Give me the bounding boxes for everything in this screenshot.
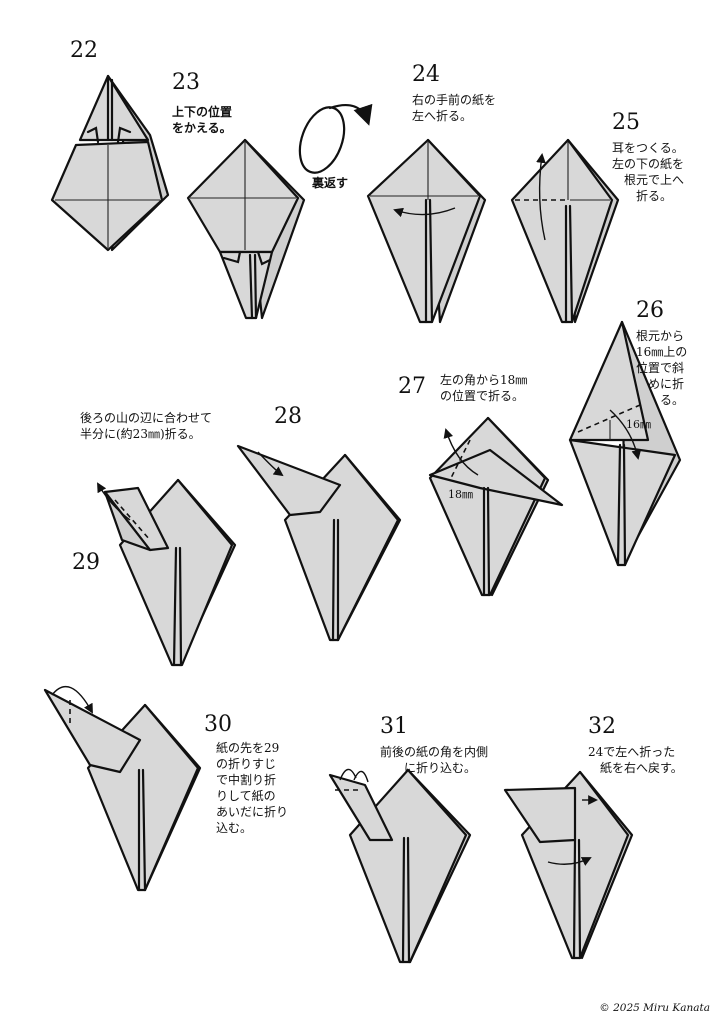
step-23-instruction: 上下の位置 をかえる。 xyxy=(172,105,233,135)
step-32-figure xyxy=(503,770,634,960)
step-29-figure xyxy=(97,478,237,667)
step-26-number: 26 xyxy=(636,298,664,323)
step-27-number: 27 xyxy=(398,374,426,399)
step-29-instruction: 後ろの山の辺に合わせて 半分に(約23㎜)折る。 xyxy=(80,411,213,441)
step-23-figure xyxy=(186,138,306,320)
step-27-instruction: 左の角から18㎜ の位置で折る。 xyxy=(440,373,528,403)
step-24-figure xyxy=(366,138,487,324)
step-24-instruction: 右の手前の紙を 左へ折る。 xyxy=(412,93,497,123)
step-25-instruction: 耳をつくる。 左の下の紙を 根元で上へ 折る。 xyxy=(612,141,685,203)
step-22-figure xyxy=(50,74,170,252)
step-22-number: 22 xyxy=(70,38,98,63)
step-31-instruction: 前後の紙の角を内側 に折り込む。 xyxy=(380,745,489,775)
step-23-number: 23 xyxy=(172,70,200,95)
step-31-number: 31 xyxy=(380,714,408,739)
flip-over-label: 裏返す xyxy=(312,176,349,190)
step-26-measurement: 16㎜ xyxy=(626,418,651,431)
step-26-instruction: 根元から 16㎜上の 位置で斜 めに折 る。 xyxy=(636,329,688,407)
step-25-figure xyxy=(510,138,620,324)
step-24-number: 24 xyxy=(412,62,440,87)
step-30-number: 30 xyxy=(204,712,232,737)
step-30-instruction: 紙の先を29 の折りすじ で中割り折 りして紙の あいだに折り 込む。 xyxy=(216,741,289,835)
step-28-figure xyxy=(236,444,402,642)
flip-over-symbol xyxy=(298,103,373,174)
step-32-number: 32 xyxy=(588,714,616,739)
step-26-figure xyxy=(568,320,682,567)
step-31-figure xyxy=(328,768,472,964)
step-28-number: 28 xyxy=(274,404,302,429)
step-30-figure xyxy=(43,685,202,892)
step-27-measurement: 18㎜ xyxy=(448,488,473,501)
step-25-number: 25 xyxy=(612,110,640,135)
copyright-footer: © 2025 Miru Kanata xyxy=(599,1002,710,1014)
step-29-number: 29 xyxy=(72,550,100,575)
step-27-figure xyxy=(428,416,564,597)
step-32-instruction: 24で左へ折った 紙を右へ戻す。 xyxy=(588,745,683,775)
